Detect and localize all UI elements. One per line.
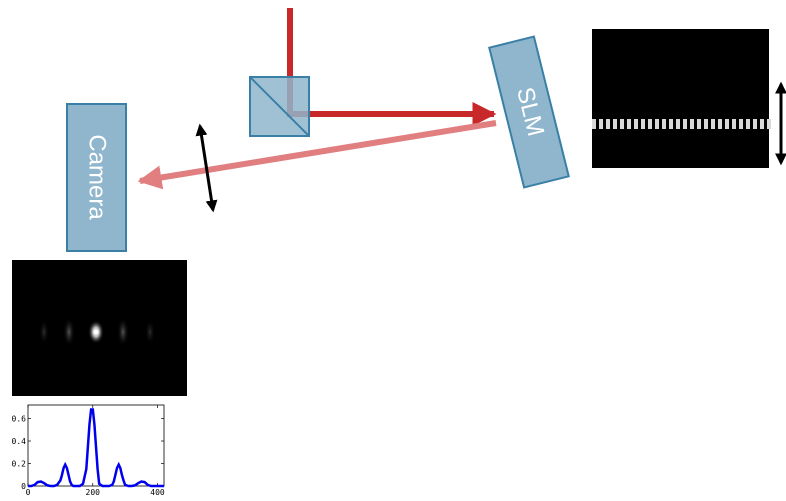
y-tick-label: 0 [21,482,26,491]
grating-stripe [648,119,652,129]
x-tick-label: 400 [150,488,165,497]
grating-stripe [746,119,750,129]
grating-stripe [592,119,596,129]
grating-stripe [641,119,645,129]
camera-label: Camera [84,134,111,220]
grating-stripe [732,119,736,129]
grating-stripe [676,119,680,129]
grating-stripe [669,119,673,129]
grating-stripe [725,119,729,129]
plot-series-line [28,408,164,488]
grating-stripe [704,119,708,129]
y-tick-label: 0.2 [12,460,27,469]
camera-translation-arrow [195,123,218,213]
grating-stripe [662,119,666,129]
grating-stripe [599,119,603,129]
grating-stripe [683,119,687,129]
diffraction-lobe [117,317,129,347]
slm-grating-stripes [592,119,771,129]
grating-stripe [606,119,610,129]
grating-stripe [697,119,701,129]
grating-stripe [613,119,617,129]
grating-stripe [620,119,624,129]
diffraction-lobe [39,319,49,345]
slm-panel: SLM [488,35,570,189]
diffraction-central-core [93,329,99,335]
x-tick-label: 200 [86,488,101,497]
y-tick-label: 0.4 [12,437,27,446]
camera-image [12,260,187,396]
intensity-profile-plot: 0 0.2 0.4 0.6 0 200 400 [12,404,165,497]
x-tick-label: 0 [26,488,31,497]
grating-stripe [690,119,694,129]
y-tick-label: 0.6 [12,415,27,424]
grating-stripe [753,119,757,129]
diffraction-lobe [63,317,75,347]
beam-splitter-cube [249,76,310,137]
grating-stripe [655,119,659,129]
grating-stripe [739,119,743,129]
grating-stripe [767,119,771,129]
grating-stripe [760,119,764,129]
diffraction-lobe [145,319,155,345]
reflected-beam [137,120,497,190]
grating-stripe [718,119,722,129]
camera-body: Camera [66,103,127,252]
grating-stripe [711,119,715,129]
slm-pattern-image [592,29,771,168]
grating-stripe [634,119,638,129]
grating-stripe [627,119,631,129]
